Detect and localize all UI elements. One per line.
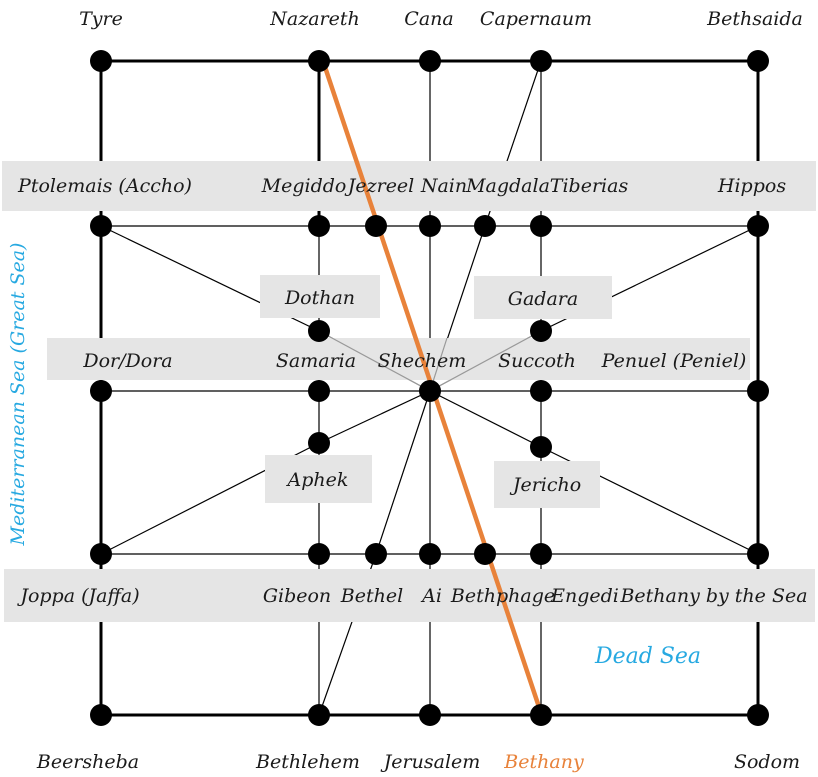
label-bethlehem: Bethlehem bbox=[255, 751, 360, 773]
edge-overlay-gadara-shechem bbox=[429, 330, 542, 392]
node-beersheba bbox=[90, 704, 112, 726]
label-gadara: Gadara bbox=[508, 288, 578, 310]
node-engedi bbox=[530, 543, 552, 565]
label-sodom: Sodom bbox=[734, 751, 800, 773]
node-capernaum bbox=[530, 50, 552, 72]
label-ptolemais: Ptolemais (Accho) bbox=[17, 175, 192, 197]
label-dor: Dor/Dora bbox=[82, 350, 172, 372]
edge-overlay-dothan-shechem bbox=[318, 330, 431, 392]
label-engedi: Engedi bbox=[550, 585, 619, 607]
label-bands bbox=[2, 161, 816, 622]
node-jerusalem bbox=[419, 704, 441, 726]
node-bethsaida bbox=[747, 50, 769, 72]
label-capernaum: Capernaum bbox=[480, 8, 592, 30]
node-bethel bbox=[365, 543, 387, 565]
node-dothan bbox=[308, 320, 330, 342]
node-cana bbox=[419, 50, 441, 72]
label-tyre: Tyre bbox=[79, 8, 123, 30]
label-jericho: Jericho bbox=[509, 474, 581, 496]
label-megiddo: Megiddo bbox=[261, 175, 347, 197]
label-mediterranean-sea: Mediterranean Sea (Great Sea) bbox=[7, 243, 29, 547]
node-aphek bbox=[308, 432, 330, 454]
node-jericho bbox=[530, 436, 552, 458]
label-jerusalem: Jerusalem bbox=[380, 751, 481, 773]
nodes bbox=[90, 50, 769, 726]
label-beersheba: Beersheba bbox=[36, 751, 139, 773]
node-joppa bbox=[90, 543, 112, 565]
label-hippos: Hippos bbox=[717, 175, 786, 197]
label-bethel: Bethel bbox=[340, 585, 403, 607]
node-bethany-sea bbox=[747, 543, 769, 565]
node-magdala bbox=[474, 215, 496, 237]
node-succoth bbox=[530, 380, 552, 402]
label-dothan: Dothan bbox=[284, 287, 355, 309]
label-dead-sea: Dead Sea bbox=[594, 644, 701, 669]
band-row-2 bbox=[2, 161, 816, 211]
label-shechem: Shechem bbox=[378, 350, 467, 372]
label-bethany-sea: Bethany by the Sea bbox=[619, 585, 807, 607]
node-sodom bbox=[747, 704, 769, 726]
label-nazareth: Nazareth bbox=[269, 8, 360, 30]
box-jericho bbox=[494, 461, 600, 508]
label-cana: Cana bbox=[404, 8, 453, 30]
edge-shechem-jericho bbox=[429, 390, 542, 448]
box-gadara bbox=[474, 276, 612, 319]
node-penuel bbox=[747, 380, 769, 402]
label-bethphage: Bethphage bbox=[450, 585, 555, 607]
node-bethphage bbox=[474, 543, 496, 565]
label-penuel: Penuel (Peniel) bbox=[601, 350, 747, 372]
label-aphek: Aphek bbox=[286, 469, 349, 491]
node-samaria bbox=[308, 380, 330, 402]
label-tiberias: Tiberias bbox=[550, 175, 629, 197]
label-bethany: Bethany bbox=[503, 751, 584, 773]
node-tiberias bbox=[530, 215, 552, 237]
node-ptolemais bbox=[90, 215, 112, 237]
node-hippos bbox=[747, 215, 769, 237]
label-ai: Ai bbox=[420, 585, 442, 607]
place-labels: Tyre Nazareth Cana Capernaum Bethsaida P… bbox=[16, 8, 807, 773]
node-shechem bbox=[419, 380, 441, 402]
node-bethany bbox=[530, 704, 552, 726]
node-bethlehem bbox=[308, 704, 330, 726]
node-nazareth bbox=[308, 50, 330, 72]
label-jezreel: Jezreel bbox=[344, 175, 415, 197]
node-tyre bbox=[90, 50, 112, 72]
node-nain bbox=[419, 215, 441, 237]
node-jezreel bbox=[365, 215, 387, 237]
node-ai bbox=[419, 543, 441, 565]
box-aphek bbox=[265, 455, 372, 503]
label-samaria: Samaria bbox=[276, 350, 356, 372]
label-nain: Nain bbox=[420, 175, 467, 197]
node-dor bbox=[90, 380, 112, 402]
node-megiddo bbox=[308, 215, 330, 237]
node-gadara bbox=[530, 320, 552, 342]
band-row-4 bbox=[4, 569, 815, 622]
box-dothan bbox=[260, 275, 380, 318]
edge-aphek-shechem bbox=[318, 390, 431, 444]
band-row-3 bbox=[47, 338, 750, 380]
label-succoth: Succoth bbox=[498, 350, 576, 372]
edge-shechem-bethel bbox=[375, 390, 431, 555]
label-joppa: Joppa (Jaffa) bbox=[16, 585, 139, 607]
label-gibeon: Gibeon bbox=[263, 585, 331, 607]
label-magdala: Magdala bbox=[465, 175, 550, 197]
node-gibeon bbox=[308, 543, 330, 565]
label-bethsaida: Bethsaida bbox=[706, 8, 803, 30]
